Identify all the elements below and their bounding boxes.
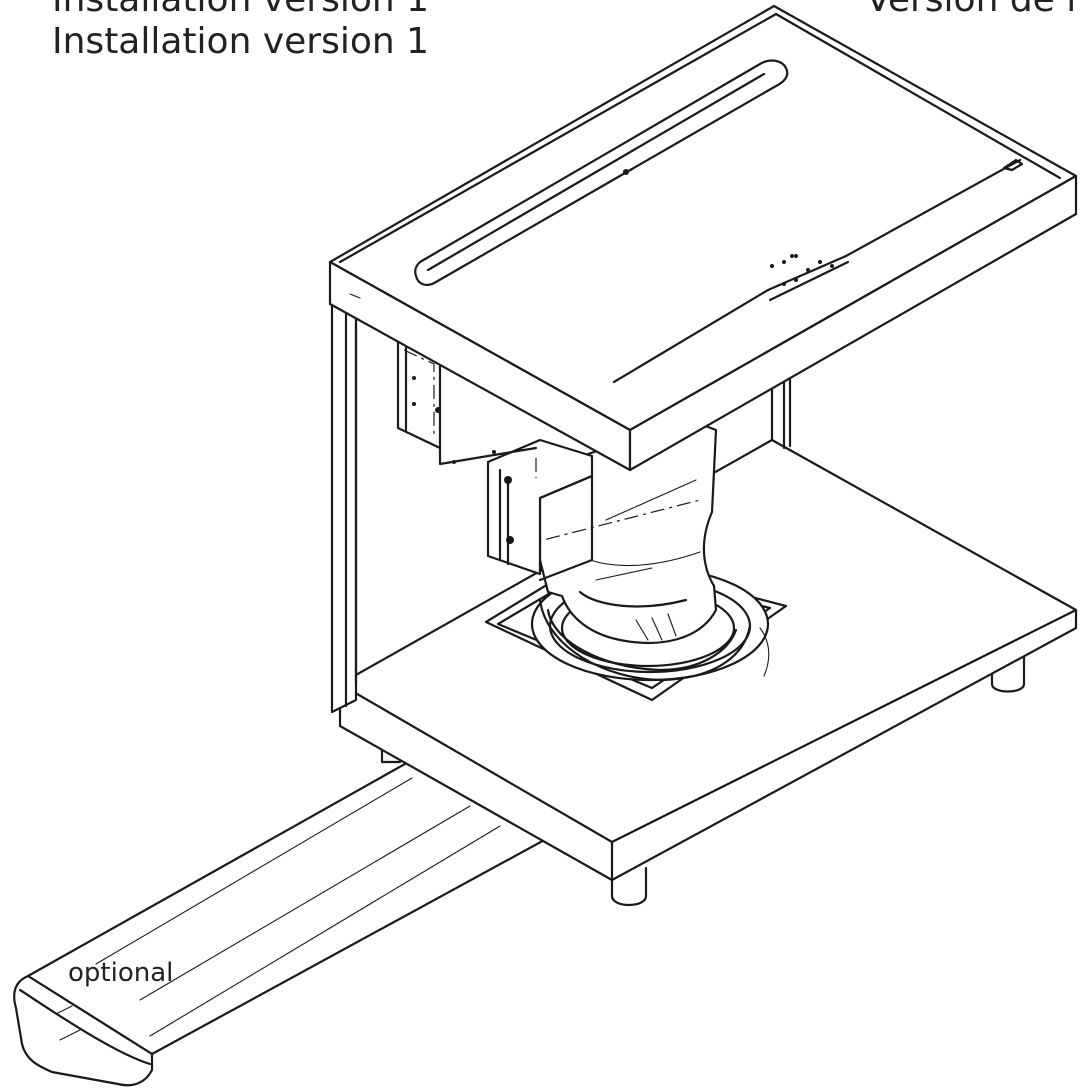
mounting-bracket <box>396 334 538 466</box>
hob <box>414 59 1024 384</box>
top-left-caption-line1: Installation version 1 <box>52 0 429 18</box>
fan-housing <box>486 438 594 582</box>
top-left-caption-line2: Installation version 1 <box>52 21 430 62</box>
worktop <box>328 4 1078 472</box>
top-right-caption: Version de i <box>866 0 1076 18</box>
flat-duct <box>13 758 550 1087</box>
optional-label: optional <box>68 958 174 988</box>
cabinet-feet <box>380 654 1026 907</box>
